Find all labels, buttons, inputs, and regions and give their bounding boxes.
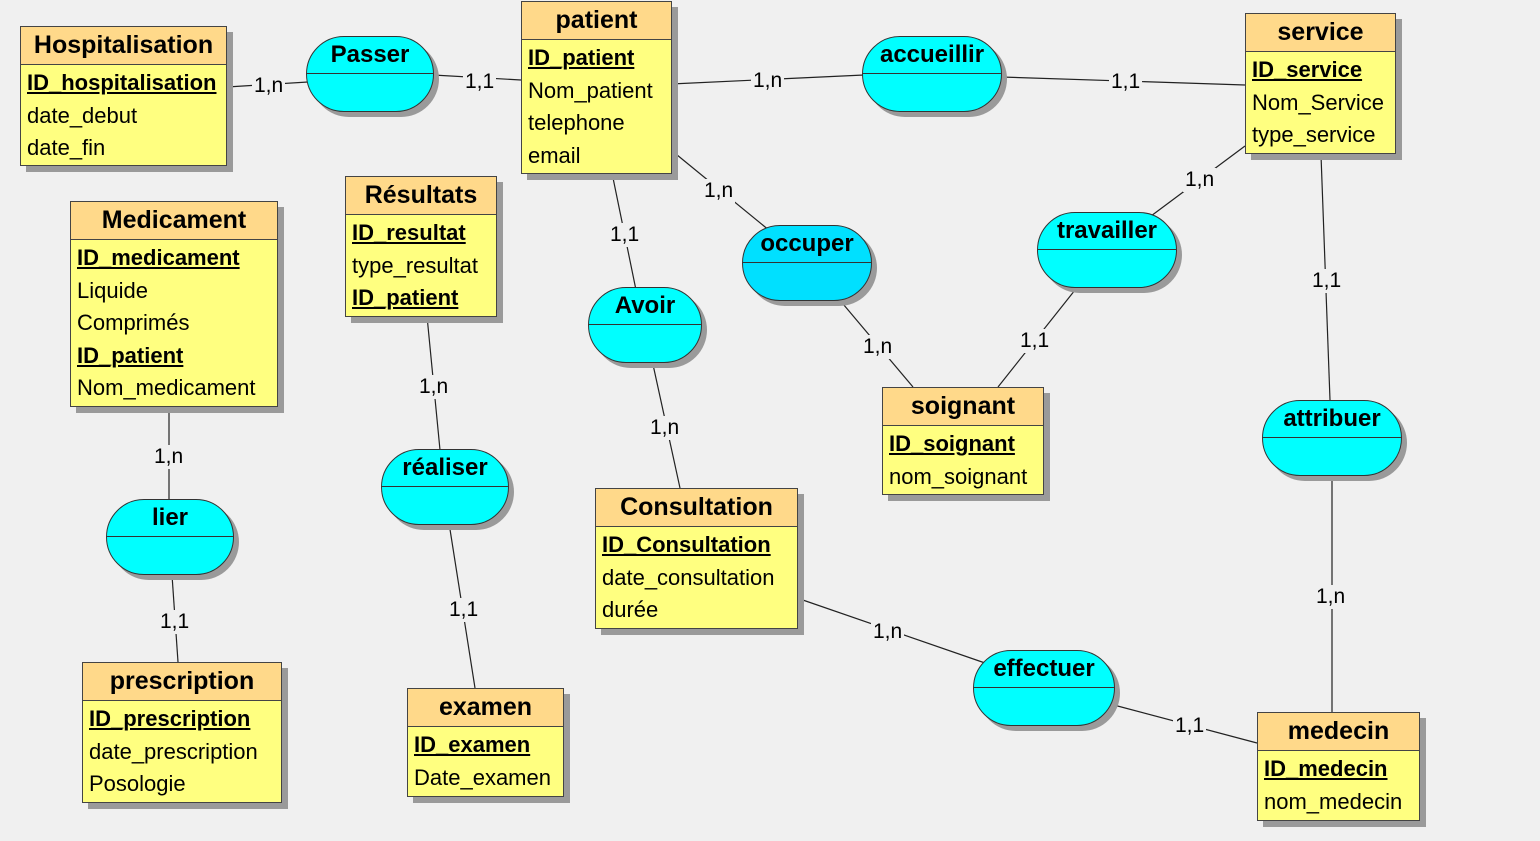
association-effectuer[interactable]: effectuer <box>973 650 1115 726</box>
card-consultation-effectuer: 1,n <box>871 620 905 644</box>
entity-key-attribute: ID_prescription <box>89 706 251 731</box>
entity-consultation[interactable]: Consultation ID_Consultation date_consul… <box>595 488 798 629</box>
entity-key-attribute: ID_resultat <box>352 220 466 245</box>
entity-title: Hospitalisation <box>21 27 226 65</box>
association-label: travailler <box>1038 213 1176 250</box>
entity-resultats[interactable]: Résultats ID_resultat type_resultat ID_p… <box>345 176 497 317</box>
entity-title: soignant <box>883 388 1043 426</box>
card-patient-avoir: 1,1 <box>608 223 642 247</box>
entity-attribute: nom_soignant <box>889 463 1028 489</box>
association-accueillir[interactable]: accueillir <box>862 36 1002 112</box>
card-patient-occuper: 1,n <box>702 179 736 203</box>
association-travailler[interactable]: travailler <box>1037 212 1177 288</box>
association-label: Avoir <box>589 288 701 325</box>
entity-attribute: email <box>528 142 581 168</box>
card-service-attribuer: 1,1 <box>1310 269 1344 293</box>
entity-attribute: telephone <box>528 110 625 135</box>
entity-title: examen <box>408 689 563 727</box>
entity-attribute: durée <box>602 597 659 622</box>
entity-attribute: date_debut <box>27 102 138 128</box>
entity-patient[interactable]: patient ID_patient Nom_patient telephone… <box>521 1 672 174</box>
card-hosp-passer: 1,n <box>252 74 286 98</box>
card-medicament-lier: 1,n <box>152 445 186 469</box>
card-accueillir-service: 1,1 <box>1109 70 1143 94</box>
entity-attribute: date_consultation <box>602 564 775 590</box>
association-passer[interactable]: Passer <box>306 36 434 112</box>
entity-prescription[interactable]: prescription ID_prescription date_prescr… <box>82 662 282 803</box>
entity-key-attribute: ID_service <box>1252 57 1363 82</box>
association-label: accueillir <box>863 37 1001 74</box>
entity-medecin[interactable]: medecin ID_medecin nom_medecin <box>1257 712 1420 821</box>
card-avoir-consultation: 1,n <box>648 416 682 440</box>
entity-hospitalisation[interactable]: Hospitalisation ID_hospitalisation date_… <box>20 26 227 166</box>
card-attribuer-medecin: 1,n <box>1314 585 1348 609</box>
association-label: lier <box>107 500 233 537</box>
association-attribuer[interactable]: attribuer <box>1262 400 1402 476</box>
card-travailler-soignant: 1,1 <box>1018 329 1052 353</box>
association-label: Passer <box>307 37 433 74</box>
card-passer-patient: 1,1 <box>463 70 497 94</box>
entity-attribute: date_fin <box>27 135 106 160</box>
entity-key-attribute: ID_patient <box>352 285 459 310</box>
association-avoir[interactable]: Avoir <box>588 287 702 363</box>
association-label: réaliser <box>382 450 508 487</box>
entity-attribute: Liquide <box>77 277 148 303</box>
entity-key-attribute: ID_examen <box>414 732 531 757</box>
association-occuper[interactable]: occuper <box>742 225 872 301</box>
entity-attribute: date_prescription <box>89 738 258 764</box>
entity-attribute: Posologie <box>89 771 186 796</box>
entity-attribute: Nom_medicament <box>77 375 256 400</box>
association-label: occuper <box>743 226 871 263</box>
entity-key-attribute: ID_medecin <box>1264 756 1388 781</box>
association-label: attribuer <box>1263 401 1401 438</box>
entity-key-attribute: ID_soignant <box>889 431 1015 456</box>
card-occuper-soignant: 1,n <box>861 335 895 359</box>
entity-title: service <box>1246 14 1395 52</box>
card-service-travailler: 1,n <box>1183 168 1217 192</box>
entity-title: prescription <box>83 663 281 701</box>
entity-key-attribute: ID_patient <box>77 342 184 368</box>
entity-key-attribute: ID_hospitalisation <box>27 70 217 95</box>
card-patient-accueillir: 1,n <box>751 69 785 93</box>
entity-soignant[interactable]: soignant ID_soignant nom_soignant <box>882 387 1044 495</box>
entity-attribute: Nom_patient <box>528 77 653 103</box>
entity-medicament[interactable]: Medicament ID_medicament Liquide Comprim… <box>70 201 278 407</box>
entity-examen[interactable]: examen ID_examen Date_examen <box>407 688 564 797</box>
entity-attribute: Comprimés <box>77 310 190 335</box>
entity-title: Résultats <box>346 177 496 215</box>
card-resultats-realiser: 1,n <box>417 375 451 399</box>
entity-title: patient <box>522 2 671 40</box>
entity-key-attribute: ID_Consultation <box>602 532 771 557</box>
entity-key-attribute: ID_medicament <box>77 245 240 270</box>
entity-title: Medicament <box>71 202 277 240</box>
entity-service[interactable]: service ID_service Nom_Service type_serv… <box>1245 13 1396 154</box>
entity-attribute: type_resultat <box>352 252 478 278</box>
entity-attribute: Date_examen <box>414 764 551 790</box>
card-effectuer-medecin: 1,1 <box>1173 714 1207 738</box>
association-lier[interactable]: lier <box>106 499 234 575</box>
entity-attribute: Nom_Service <box>1252 89 1385 115</box>
entity-title: medecin <box>1258 713 1419 751</box>
entity-attribute: nom_medecin <box>1264 788 1403 814</box>
card-realiser-examen: 1,1 <box>447 598 481 622</box>
entity-title: Consultation <box>596 489 797 527</box>
entity-attribute: type_service <box>1252 122 1376 147</box>
card-lier-prescription: 1,1 <box>158 610 192 634</box>
association-realiser[interactable]: réaliser <box>381 449 509 525</box>
entity-key-attribute: ID_patient <box>528 45 635 70</box>
association-label: effectuer <box>974 651 1114 688</box>
